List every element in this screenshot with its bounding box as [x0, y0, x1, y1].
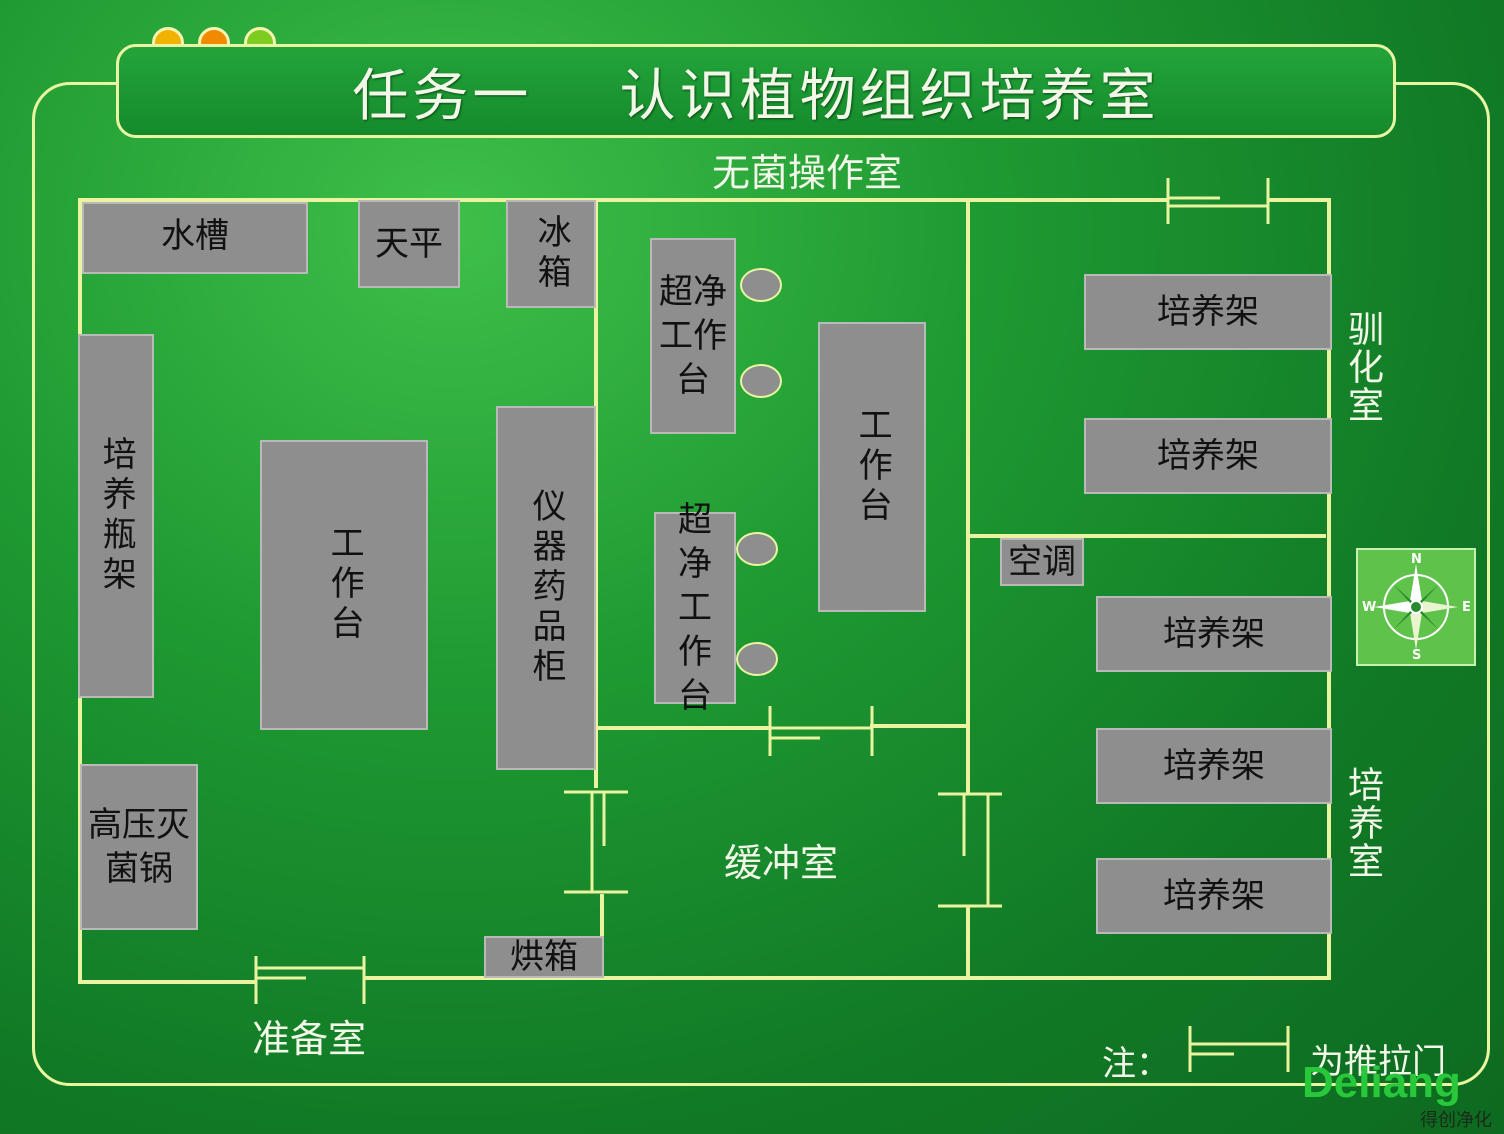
sliding-door-aseptic: [768, 706, 874, 756]
room-label-prep: 准备室: [252, 1017, 367, 1061]
wall-bottom-left: [78, 980, 256, 984]
wall-right-bottom: [1327, 934, 1331, 980]
clean-bench-1: 超净工作台: [650, 238, 736, 434]
culture-rack-5: 培养架: [1096, 858, 1332, 934]
wall-right-top: [1327, 198, 1331, 274]
note-prefix: 注：: [1102, 1044, 1170, 1084]
wall-aseptic-bottom-r: [870, 724, 968, 728]
stool-4: [736, 642, 778, 676]
stool-3: [736, 532, 778, 566]
room-label-culture: 培养室: [1342, 766, 1383, 880]
bottle-rack: 培养瓶架: [78, 334, 154, 698]
balance: 天平: [358, 200, 460, 288]
oven: 烘箱: [484, 936, 604, 978]
wall-right-low: [1327, 804, 1331, 858]
compass-n: N: [1411, 552, 1422, 567]
workbench-left: 工作台: [260, 440, 428, 730]
sink: 水槽: [82, 202, 308, 274]
sliding-door-legend-icon: [1188, 1026, 1290, 1072]
culture-rack-4: 培养架: [1096, 728, 1332, 804]
sliding-door-buffer-left: [564, 790, 628, 894]
logo-watermark: Deliang: [1302, 1058, 1461, 1107]
logo-subtitle: 得创净化: [1420, 1110, 1492, 1131]
compass-icon: N S W E: [1356, 548, 1476, 666]
compass-s: S: [1412, 648, 1422, 663]
wall-right-mid3: [1327, 672, 1331, 728]
wall-aseptic-right: [966, 198, 970, 794]
stool-2: [740, 364, 782, 398]
autoclave: 高压灭菌锅: [80, 764, 198, 930]
sliding-door-top: [1166, 178, 1270, 224]
compass-w: W: [1362, 600, 1377, 615]
workbench-right: 工作台: [818, 322, 926, 612]
wall-right-mid: [1327, 350, 1331, 418]
instrument-cabinet: 仪器药品柜: [496, 406, 596, 770]
note-suffix: 为推拉门: [1310, 1042, 1446, 1082]
room-label-buffer: 缓冲室: [724, 841, 839, 885]
wall-buffer-right-low: [966, 906, 970, 978]
wall-right-mid2: [1327, 494, 1331, 596]
wall-top-right: [1268, 198, 1330, 202]
title-bar: 任务一 认识植物组织培养室: [116, 44, 1396, 138]
sliding-door-buffer-right: [938, 792, 1002, 908]
room-label-acclimation: 驯化室: [1342, 310, 1383, 424]
page-title: 任务一 认识植物组织培养室: [352, 63, 1160, 129]
wall-aseptic-left: [594, 198, 598, 788]
wall-aseptic-bottom-l: [598, 726, 770, 730]
wall-bottom-right: [364, 976, 1330, 980]
culture-rack-3: 培养架: [1096, 596, 1332, 672]
wall-acclimation-divider: [970, 534, 1326, 538]
fridge: 冰箱: [506, 200, 596, 308]
culture-rack-1: 培养架: [1084, 274, 1332, 350]
clean-bench-2: 超净工作台: [654, 500, 736, 716]
room-label-aseptic: 无菌操作室: [712, 151, 903, 195]
compass-e: E: [1462, 600, 1471, 615]
wall-top-left: [78, 198, 1168, 202]
sliding-door-bottom: [254, 956, 366, 1004]
aircon: 空调: [1000, 538, 1084, 586]
culture-rack-2: 培养架: [1084, 418, 1332, 494]
stool-1: [740, 268, 782, 302]
